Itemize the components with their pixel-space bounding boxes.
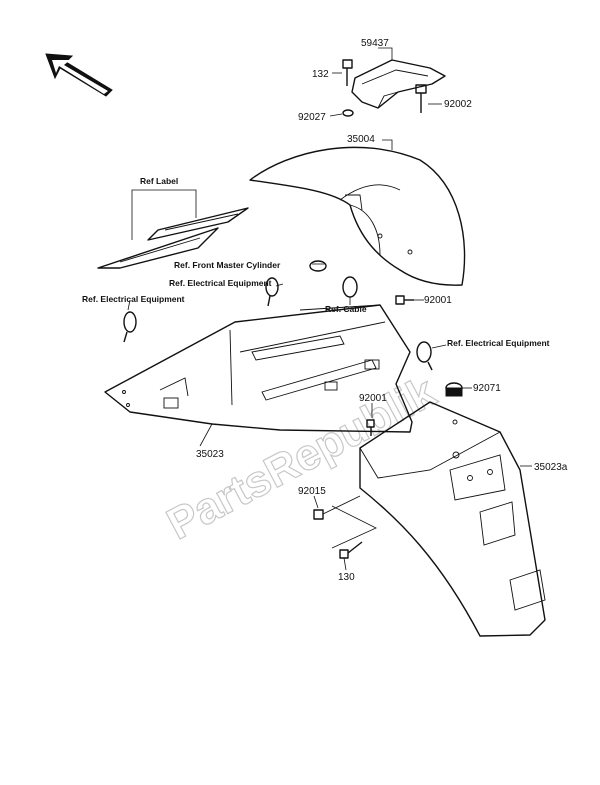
label-92071: 92071: [473, 383, 501, 394]
clamp-electrical-equipment-3: [416, 341, 433, 371]
bolt-92002: [415, 84, 427, 113]
label-92001-upper: 92001: [424, 295, 452, 306]
nut-92015: [313, 495, 361, 520]
front-fender-35004: [249, 146, 466, 286]
label-ref-electrical-equipment-2: Ref. Electrical Equipment: [169, 278, 272, 288]
inner-fender-35023: [104, 304, 413, 433]
label-35023a: 35023a: [534, 462, 568, 473]
label-ref-front-master-cylinder: Ref. Front Master Cylinder: [174, 260, 281, 270]
label-ref-cable: Ref. Cable: [325, 304, 367, 314]
clamp-front-master-cylinder: [309, 260, 327, 272]
washer-92027: [342, 109, 354, 117]
leader-lines: [127, 47, 532, 571]
cable-clamp: [342, 276, 358, 298]
label-92015: 92015: [298, 486, 326, 497]
label-35023: 35023: [196, 449, 224, 460]
clamp-electrical-equipment-1: [123, 311, 137, 343]
label-ref-label: Ref Label: [140, 176, 178, 186]
bolt-92001-lower: [366, 419, 375, 436]
label-ref-electrical-equipment-3: Ref. Electrical Equipment: [447, 338, 550, 348]
clamp-electrical-equipment-2: [265, 277, 279, 307]
bolt-132: [342, 59, 353, 86]
label-132: 132: [312, 69, 329, 80]
label-130: 130: [338, 572, 355, 583]
bracket-59437: [351, 59, 446, 109]
grommet-92071: [445, 382, 463, 397]
rear-fender-35023a: [359, 401, 546, 637]
bolt-92001-upper: [395, 295, 414, 305]
bolt-130: [339, 541, 363, 559]
label-ref-electrical-equipment-1: Ref. Electrical Equipment: [82, 294, 185, 304]
front-direction-arrow-icon: [45, 53, 113, 97]
label-92001-lower: 92001: [359, 393, 387, 404]
label-35004: 35004: [347, 134, 375, 145]
label-59437: 59437: [361, 38, 389, 49]
label-92027: 92027: [298, 112, 326, 123]
ref-label-bracket: [131, 189, 197, 240]
label-92002: 92002: [444, 99, 472, 110]
ref-label-stickers: [97, 207, 249, 269]
